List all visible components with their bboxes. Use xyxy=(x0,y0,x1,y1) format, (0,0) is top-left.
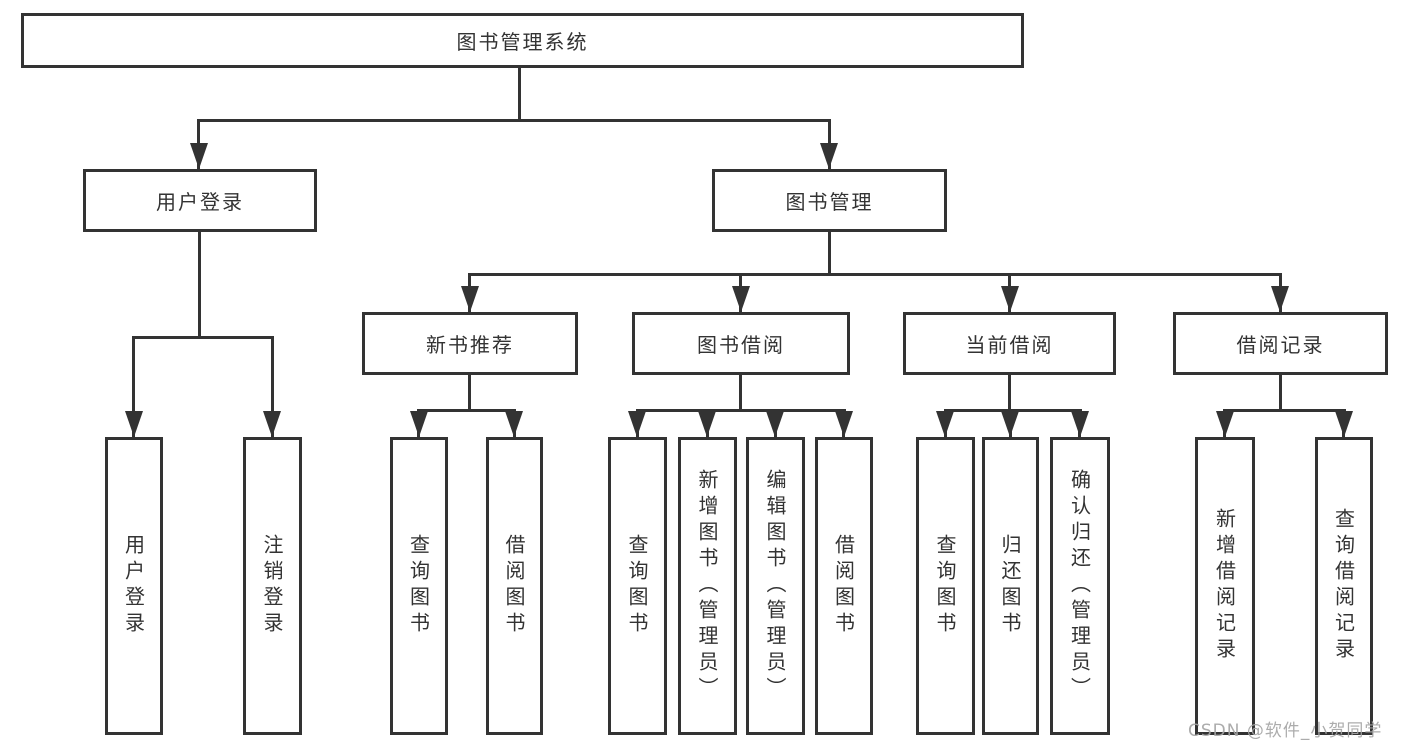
connector-line xyxy=(636,409,846,412)
arrow-down-icon xyxy=(820,143,838,169)
arrow-down-icon xyxy=(190,143,208,169)
node-book-management: 图书管理 xyxy=(712,169,947,232)
leaf-add-books-admin: 新增图书（管理员） xyxy=(678,437,737,735)
arrow-down-icon xyxy=(936,411,954,437)
leaf-logout-login: 注销登录 xyxy=(243,437,302,735)
arrow-down-icon xyxy=(698,411,716,437)
connector-line xyxy=(1279,375,1282,409)
arrow-down-icon xyxy=(505,411,523,437)
arrow-down-icon xyxy=(1271,286,1289,312)
node-borrow-record: 借阅记录 xyxy=(1173,312,1388,375)
arrow-down-icon xyxy=(125,411,143,437)
arrow-down-icon xyxy=(1335,411,1353,437)
arrow-down-icon xyxy=(263,411,281,437)
connector-line xyxy=(944,409,1082,412)
arrow-down-icon xyxy=(628,411,646,437)
arrow-down-icon xyxy=(1216,411,1234,437)
connector-line xyxy=(468,375,471,409)
csdn-watermark: CSDN @软件_小贺同学 xyxy=(1188,721,1383,741)
connector-line xyxy=(1223,409,1346,412)
leaf-borrow-books: 借阅图书 xyxy=(815,437,873,735)
leaf-query-borrow-record: 查询借阅记录 xyxy=(1315,437,1373,735)
connector-line xyxy=(132,336,273,339)
node-user-login: 用户登录 xyxy=(83,169,317,232)
leaf-query-books-borrow: 查询图书 xyxy=(608,437,667,735)
arrow-down-icon xyxy=(835,411,853,437)
connector-line xyxy=(1008,375,1011,409)
leaf-borrow-books-recommend: 借阅图书 xyxy=(486,437,543,735)
connector-line xyxy=(828,232,831,273)
arrow-down-icon xyxy=(1001,286,1019,312)
leaf-edit-books-admin: 编辑图书（管理员） xyxy=(746,437,805,735)
arrow-down-icon xyxy=(1001,411,1019,437)
connector-line xyxy=(198,232,201,336)
connector-line xyxy=(739,375,742,409)
node-book-borrow: 图书借阅 xyxy=(632,312,850,375)
arrow-down-icon xyxy=(1071,411,1089,437)
arrow-down-icon xyxy=(732,286,750,312)
connector-line xyxy=(132,336,135,437)
leaf-return-books: 归还图书 xyxy=(982,437,1039,735)
arrow-down-icon xyxy=(766,411,784,437)
connector-line xyxy=(271,336,274,437)
leaf-query-books-recommend: 查询图书 xyxy=(390,437,448,735)
connector-line xyxy=(468,273,1282,276)
connector-line xyxy=(197,119,831,122)
connector-line xyxy=(417,409,516,412)
leaf-add-borrow-record: 新增借阅记录 xyxy=(1195,437,1255,735)
leaf-confirm-return-admin: 确认归还（管理员） xyxy=(1050,437,1110,735)
arrow-down-icon xyxy=(410,411,428,437)
connector-line xyxy=(518,68,521,119)
leaf-user-login: 用户登录 xyxy=(105,437,163,735)
node-current-borrow: 当前借阅 xyxy=(903,312,1116,375)
node-library-management-system: 图书管理系统 xyxy=(21,13,1024,68)
node-new-book-recommend: 新书推荐 xyxy=(362,312,578,375)
arrow-down-icon xyxy=(461,286,479,312)
leaf-query-books-current: 查询图书 xyxy=(916,437,975,735)
